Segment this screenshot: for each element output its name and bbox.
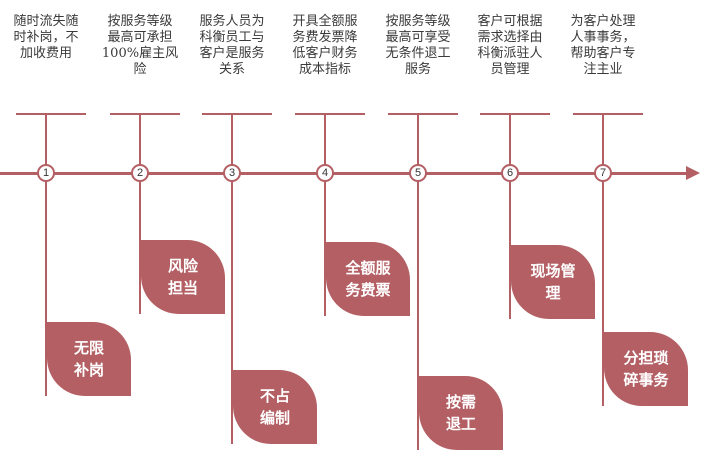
step-1-tab <box>16 113 86 121</box>
step-2-upper-connector <box>139 113 141 165</box>
step-7-leaf-label: 分担琐 碎事务 <box>604 332 688 406</box>
step-4-upper-connector <box>324 113 326 165</box>
step-3-node: 3 <box>223 164 241 182</box>
step-2-node: 2 <box>131 164 149 182</box>
step-7-node: 7 <box>594 164 612 182</box>
step-1-leaf-label: 无限 补岗 <box>47 322 131 396</box>
step-6-description: 客户可根据 需求选择由 科衡派驻人 员管理 <box>477 14 543 77</box>
timeline-axis <box>0 172 690 175</box>
step-4-lower-connector <box>324 182 326 316</box>
step-5-node: 5 <box>409 164 427 182</box>
step-2-lower-connector <box>139 182 141 314</box>
step-1-upper-connector <box>45 113 47 165</box>
step-3-upper-connector <box>231 113 233 165</box>
step-3-description: 服务人员为 科衡员工与 客户是服务 关系 <box>199 14 265 77</box>
step-2-tab <box>110 113 180 121</box>
step-4-tab <box>295 113 365 121</box>
timeline-arrowhead <box>686 166 700 180</box>
step-2-description: 按服务等级 最高可承担 100%雇主风 险 <box>101 14 179 77</box>
step-5-lower-connector <box>417 182 419 450</box>
step-3-lower-connector <box>231 182 233 444</box>
step-6-tab <box>480 113 550 121</box>
step-7-description: 为客户处理 人事事务， 帮助客户专 注主业 <box>570 14 636 77</box>
step-7-lower-connector <box>602 182 604 406</box>
step-5-description: 按服务等级 最高可享受 无条件退工 服务 <box>385 14 451 77</box>
step-6-node: 6 <box>501 164 519 182</box>
step-1-node: 1 <box>37 164 55 182</box>
step-3-leaf-label: 不占 编制 <box>233 370 317 444</box>
step-4-leaf-label: 全额服 务费票 <box>326 242 410 316</box>
step-4-description: 开具全额服 务费发票降 低客户财务 成本指标 <box>292 14 358 77</box>
step-7-upper-connector <box>602 113 604 165</box>
step-6-leaf-label: 现场管 理 <box>511 245 595 319</box>
step-5-tab <box>388 113 458 121</box>
step-6-lower-connector <box>509 182 511 319</box>
step-5-upper-connector <box>417 113 419 165</box>
step-6-upper-connector <box>509 113 511 165</box>
step-1-lower-connector <box>45 182 47 396</box>
step-7-tab <box>573 113 643 121</box>
step-4-node: 4 <box>316 164 334 182</box>
step-1-description: 随时流失随 时补岗，不 加收费用 <box>13 14 79 61</box>
step-5-leaf-label: 按需 退工 <box>419 376 503 450</box>
step-2-leaf-label: 风险 担当 <box>141 240 225 314</box>
step-3-tab <box>202 113 272 121</box>
